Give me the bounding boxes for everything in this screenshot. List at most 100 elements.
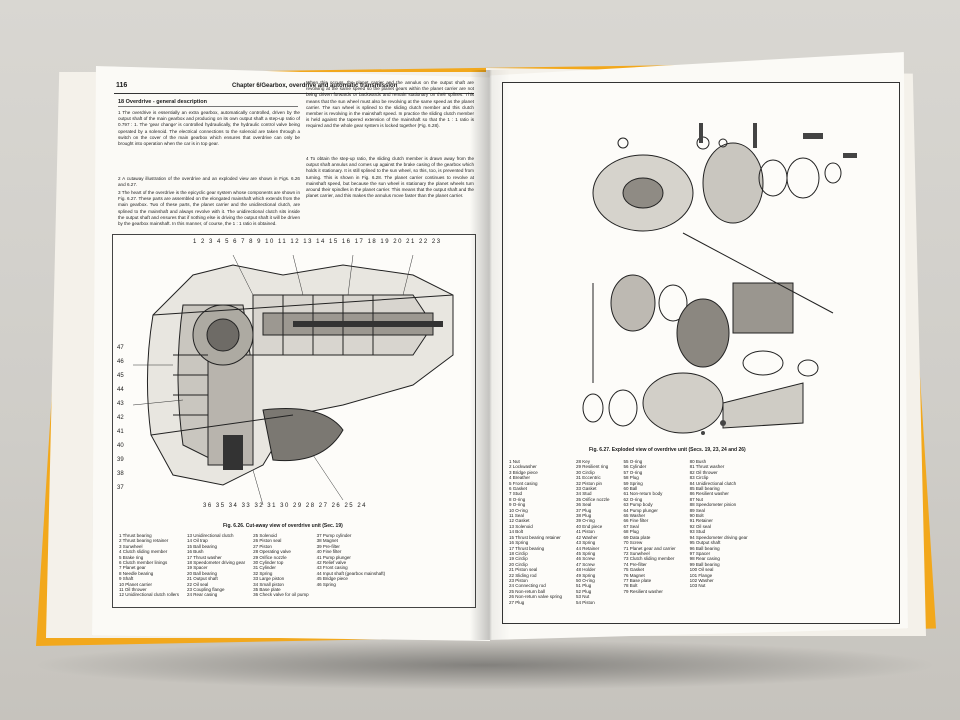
legend-item: 3 Bridge piece — [509, 469, 538, 475]
legend-item: 30 Cylinder top — [253, 560, 284, 566]
legend-item: 80 Bush — [689, 459, 707, 464]
legend-item: 103 Nut — [689, 583, 706, 589]
legend-item: 7 Stud — [509, 491, 523, 497]
legend-item: 44 Retainer — [576, 545, 600, 551]
legend-item: 41 Piston — [576, 529, 595, 535]
legend-item: 7 Planet gear — [119, 565, 146, 571]
legend-item: 5 Brake ring — [119, 554, 144, 560]
legend-item: 21 Piston seal — [509, 567, 538, 573]
legend-item: 49 Spring — [576, 572, 596, 578]
legend-item: 75 Gasket — [623, 567, 645, 573]
legend-item: 60 Ball — [623, 486, 638, 492]
legend-item: 46 Spring — [316, 581, 336, 587]
legend-item: 4 Clutch sliding member — [119, 549, 168, 555]
cutaway-figure: 1 2 3 4 5 6 7 8 9 10 11 12 13 14 15 16 1… — [112, 234, 476, 608]
legend-item: 54 Piston — [576, 599, 595, 605]
paragraph-1: 1 The overdrive is essentially an extra … — [118, 110, 300, 147]
legend-item: 95 Output shaft — [689, 540, 721, 546]
right-page: 117 — [490, 52, 908, 640]
legend-item: 33 Large piston — [253, 576, 285, 582]
legend-item: 6 Gasket — [509, 486, 528, 492]
legend-item: 17 Thrust bearing — [509, 545, 545, 551]
legend-item: 92 Oil seal — [689, 523, 711, 529]
legend-item: 8 O-ring — [509, 496, 526, 502]
exploded-figure: Fig. 6.27. Exploded view of overdrive un… — [502, 82, 900, 624]
legend-item: 3 Sunwheel — [119, 543, 143, 549]
legend-item: 1 Nut — [509, 459, 520, 464]
legend-item: 20 Ball bearing — [187, 570, 218, 576]
legend-item: 69 Data plate — [623, 534, 651, 540]
legend-item: 34 Stud — [576, 491, 592, 497]
legend-item: 19 Circlip — [509, 556, 528, 562]
legend-item: 29 Resilient ring — [576, 464, 609, 470]
legend-item: 2 Thrust bearing retainer — [119, 538, 169, 544]
legend-item: 11 Seal — [509, 513, 524, 519]
legend-item: 10 O-ring — [509, 507, 528, 513]
section-title: 18 Overdrive - general description — [118, 99, 207, 105]
legend-item: 45 Spring — [576, 550, 596, 556]
legend-item: 25 Solenoid — [253, 533, 277, 538]
legend-item: 5 Front casing — [509, 480, 538, 486]
legend-item: 37 Plug — [576, 507, 592, 513]
legend-item: 43 Spring — [576, 540, 596, 546]
legend-item: 71 Planet gear and carrier — [623, 545, 676, 551]
legend-item: 36 Seal — [576, 502, 592, 508]
legend-item: 50 O-ring — [576, 577, 595, 583]
legend-item: 29 Orifice nozzle — [253, 554, 287, 560]
paragraph-3: 3 The heart of the overdrive is the epic… — [118, 190, 300, 227]
legend-item: 30 Circlip — [576, 469, 595, 475]
legend-item: 8 Needle bearing — [119, 570, 154, 576]
callouts-bottom: 36 35 34 33 32 31 30 29 28 27 26 25 24 — [203, 503, 367, 509]
legend-item: 37 Pump cylinder — [316, 533, 352, 538]
legend-item: 35 Orifice nozzle — [576, 496, 610, 502]
legend-item: 81 Thrust washer — [689, 464, 725, 470]
legend-item: 14 Oil trap — [187, 538, 208, 544]
legend-item: 88 Speedometer pinion — [689, 502, 737, 508]
legend-item: 16 Bush — [187, 549, 204, 555]
legend-item: 47 Screw — [576, 561, 595, 567]
legend-item: 40 Fine filter — [316, 549, 342, 555]
legend-item: 101 Flange — [689, 572, 713, 578]
legend-item: 42 Relief valve — [316, 560, 347, 566]
legend-item: 35 Base plate — [253, 587, 281, 593]
legend-item: 12 Unidirectional clutch rollers — [119, 592, 180, 598]
legend-item: 31 Eccentric — [576, 475, 601, 481]
legend-item: 23 Piston — [509, 577, 528, 583]
legend-item: 59 Spring — [623, 480, 643, 486]
legend-item: 68 Plug — [623, 529, 639, 535]
legend-item: 76 Magnet — [623, 572, 645, 578]
fig-627-caption: Fig. 6.27. Exploded view of overdrive un… — [589, 447, 746, 453]
legend-item: 41 Pump plunger — [316, 554, 351, 560]
legend-item: 22 Oil seal — [187, 581, 209, 587]
legend-item: 13 Solenoid — [509, 523, 533, 529]
legend-item: 58 Plug — [623, 475, 639, 481]
legend-item: 1 Thrust bearing — [119, 533, 152, 538]
legend-item: 51 Plug — [576, 583, 592, 589]
legend-item: 91 Retainer — [689, 518, 713, 524]
legend-item: 62 O-ring — [623, 496, 643, 502]
chapter-header: Chapter 6/Gearbox, overdrive and automat… — [232, 83, 398, 89]
legend-item: 84 Unidirectional clutch — [689, 480, 737, 486]
legend-item: 100 Oil seal — [689, 567, 714, 573]
legend-item: 74 Pre-filter — [623, 561, 647, 567]
paragraph-5: 4 To obtain the step-up ratio, the slidi… — [306, 156, 474, 199]
legend-item: 61 Non-return body — [623, 491, 663, 497]
legend-item: 38 Magnet — [316, 538, 338, 544]
legend-item: 53 Nut — [576, 594, 590, 600]
legend-item: 77 Base plate — [623, 577, 652, 583]
header-rule — [114, 93, 474, 94]
legend-item: 39 O-ring — [576, 518, 595, 524]
callouts-top: 1 2 3 4 5 6 7 8 9 10 11 12 13 14 15 16 1… — [193, 239, 442, 245]
legend-item: 97 Spacer — [689, 550, 711, 556]
legend-item: 65 Washer — [623, 513, 646, 519]
legend-item: 32 Spring — [253, 570, 273, 576]
legend-item: 89 Seal — [689, 507, 705, 513]
legend-item: 18 Circlip — [509, 550, 528, 556]
legend-item: 32 Piston pin — [576, 480, 603, 486]
